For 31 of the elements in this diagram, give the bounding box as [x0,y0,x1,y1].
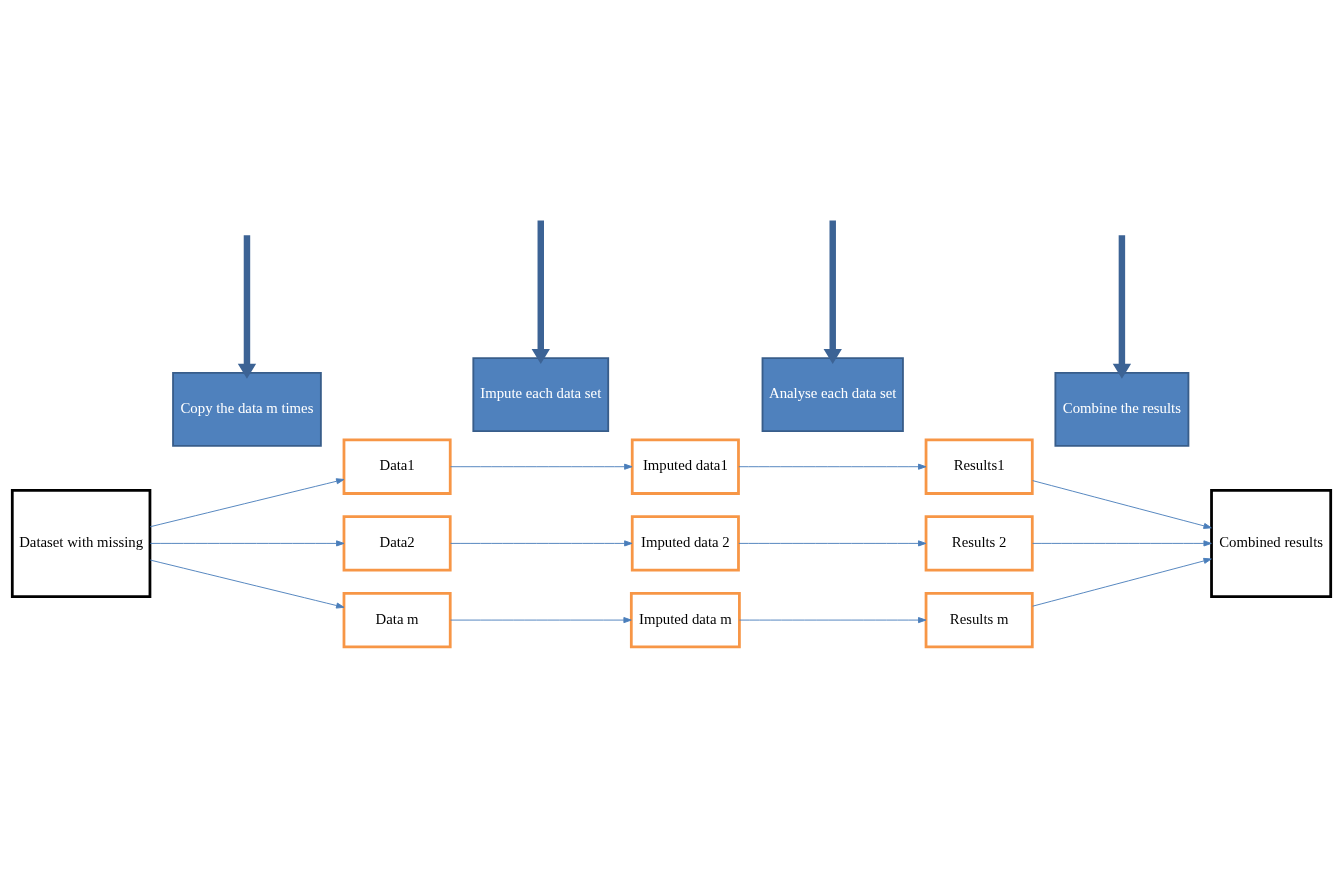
arrow [450,540,633,547]
node-box: Data1 [342,438,452,495]
arrow [1032,540,1212,547]
arrow [739,617,927,624]
node-box: Combine the results [1054,372,1190,447]
node-box: Dataset with missing [10,488,152,598]
node-box: Imputed data m [629,591,741,649]
arrow [1032,480,1212,529]
arrow [1032,557,1212,607]
arrow [823,220,842,364]
node-box: Results1 [924,438,1034,495]
node-box: Imputed data 2 [630,515,740,572]
node-box: Data2 [342,515,452,572]
arrow [738,540,927,547]
arrow [149,540,345,547]
node-box: Copy the data m times [172,372,322,447]
node-box: Data m [342,591,452,649]
node-box: Combined results [1210,488,1333,598]
node-box: Results m [924,591,1034,649]
node-box: Analyse each data set [761,357,904,433]
arrow [149,478,345,528]
arrow [450,617,632,624]
arrow [531,220,550,364]
arrow [237,235,257,379]
arrow [738,463,927,470]
arrow [149,559,345,609]
node-box: Impute each data set [472,357,610,433]
node-box: Imputed data1 [630,438,740,495]
arrow [1112,235,1132,379]
arrow [450,463,633,470]
node-box: Results 2 [924,515,1034,572]
